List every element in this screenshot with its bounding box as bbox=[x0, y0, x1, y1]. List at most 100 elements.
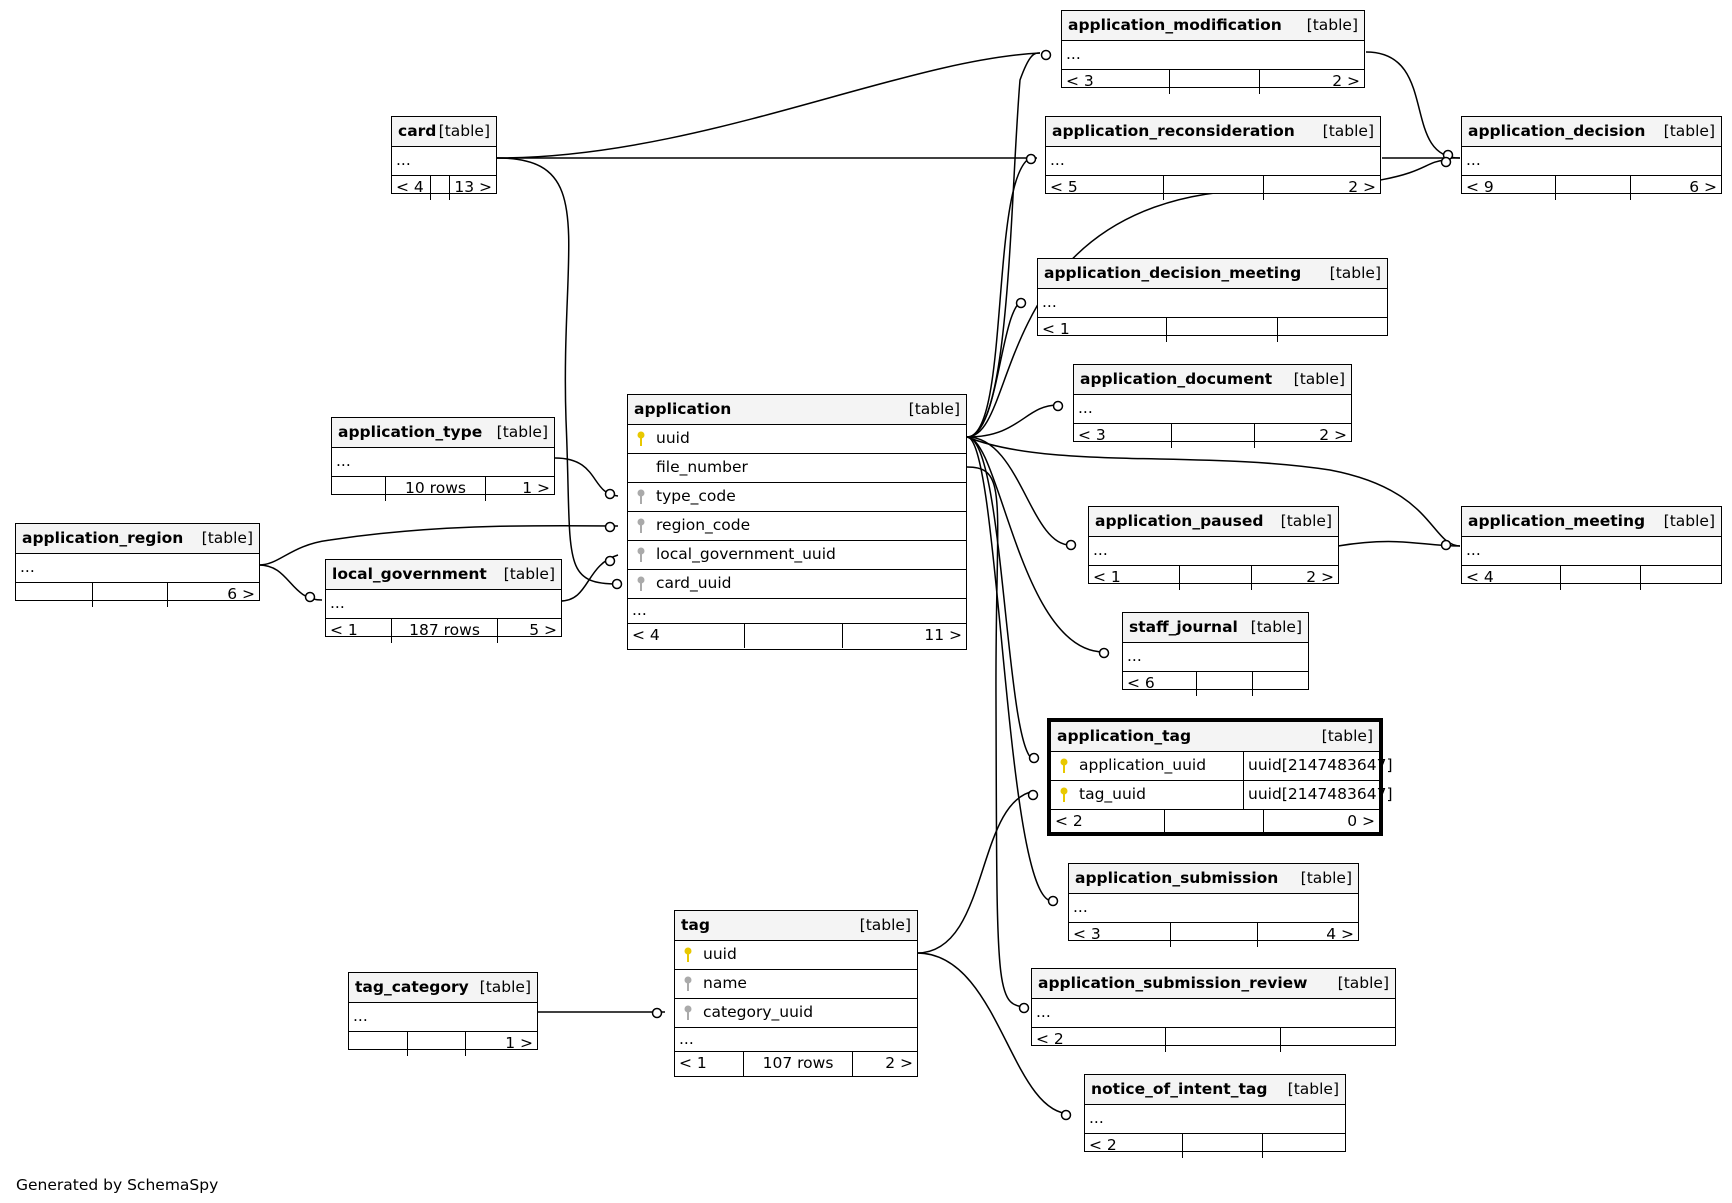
table-name: application_type bbox=[338, 422, 483, 441]
edge-tag-application_tag bbox=[916, 790, 1036, 954]
table-name: application_reconsideration bbox=[1052, 121, 1295, 140]
footer-rows bbox=[1197, 672, 1253, 696]
footer-children: 0 > bbox=[1347, 812, 1375, 831]
footer-parents: < 3 bbox=[1069, 923, 1171, 947]
column-ellipsis: ... bbox=[1078, 399, 1093, 418]
column-ellipsis: ... bbox=[396, 151, 411, 170]
column-ellipsis: ... bbox=[679, 1029, 694, 1048]
footer-rows: 107 rows bbox=[744, 1052, 853, 1076]
column-ellipsis: ... bbox=[1036, 1003, 1051, 1022]
column-type: uuid[2147483647] bbox=[1243, 752, 1393, 780]
table-name: application_document bbox=[1080, 369, 1273, 388]
edge-card-application_modification bbox=[496, 52, 1041, 159]
footer-rows bbox=[1166, 1028, 1281, 1052]
table-tag: [table] bbox=[859, 915, 911, 934]
table-name: local_government bbox=[332, 564, 487, 583]
table-tag: [table] bbox=[1322, 121, 1374, 140]
footer-rows bbox=[1556, 176, 1631, 200]
primary-key-icon bbox=[1059, 758, 1071, 774]
table-application_reconsideration[interactable]: application_reconsideration [table] ... <… bbox=[1045, 116, 1381, 200]
footer-rows bbox=[1172, 424, 1255, 448]
table-name: application_decision bbox=[1468, 121, 1646, 140]
footer-rows bbox=[431, 176, 450, 200]
table-tag: [table] bbox=[201, 528, 253, 547]
edge-file_number-application_submission_review bbox=[966, 466, 1030, 1008]
footer-rows: 187 rows bbox=[392, 619, 498, 643]
table-application[interactable]: application[table] uuid file_number type… bbox=[627, 394, 967, 650]
table-application_meeting[interactable]: application_meeting[table] ... < 4 bbox=[1461, 506, 1722, 590]
footer-rows bbox=[1561, 566, 1641, 590]
table-notice_of_intent_tag[interactable]: notice_of_intent_tag[table] ... < 2 bbox=[1084, 1074, 1346, 1158]
foreign-key-icon bbox=[636, 576, 648, 592]
footer-parents: < 5 bbox=[1046, 176, 1164, 200]
table-name: notice_of_intent_tag bbox=[1091, 1079, 1268, 1098]
table-application_submission_review[interactable]: application_submission_review[table] ...… bbox=[1031, 968, 1396, 1052]
column-local_government_uuid: local_government_uuid bbox=[656, 545, 836, 564]
column-ellipsis: ... bbox=[20, 558, 35, 577]
table-tag: [table] bbox=[496, 422, 548, 441]
footer-parents: < 2 bbox=[1032, 1028, 1166, 1052]
footer-rows bbox=[1165, 810, 1264, 834]
primary-key-icon bbox=[1059, 787, 1071, 803]
footer-parents: < 2 bbox=[1085, 1134, 1183, 1158]
footer-rows bbox=[1180, 566, 1252, 590]
column-ellipsis: ... bbox=[1050, 151, 1065, 170]
footer-children: 5 > bbox=[529, 621, 557, 640]
primary-key-icon bbox=[636, 431, 648, 447]
footer-parents bbox=[349, 1032, 408, 1056]
edge-application_modification-application_decision bbox=[1365, 51, 1461, 159]
table-tag: [table] bbox=[1321, 726, 1373, 745]
edge-card-application-card_uuid bbox=[496, 157, 619, 585]
footer-rows bbox=[1167, 318, 1278, 342]
table-name: application_decision_meeting bbox=[1044, 263, 1302, 282]
table-tag: [table] bbox=[1337, 973, 1389, 992]
footer-rows bbox=[408, 1032, 466, 1056]
table-tag[interactable]: tag[table] uuid name category_uuid ... <… bbox=[674, 910, 918, 1077]
edge-tag-notice_of_intent_tag bbox=[916, 952, 1072, 1115]
foreign-key-icon bbox=[683, 1005, 695, 1021]
column-type_code: type_code bbox=[656, 487, 736, 506]
footer-parents: < 6 bbox=[1123, 672, 1197, 696]
foreign-key-icon bbox=[636, 518, 648, 534]
footer-children bbox=[1263, 1134, 1345, 1158]
footer-rows bbox=[93, 583, 168, 607]
footer-children bbox=[1281, 1028, 1395, 1052]
footer-children: 11 > bbox=[924, 626, 962, 645]
footer-children bbox=[1253, 672, 1308, 696]
edge-application-application_decision_meeting bbox=[966, 299, 1026, 438]
column-ellipsis: ... bbox=[1073, 898, 1088, 917]
footer-rows bbox=[1164, 176, 1264, 200]
column-name: name bbox=[703, 974, 747, 993]
table-name: tag bbox=[681, 915, 710, 934]
table-application_region[interactable]: application_region[table] ... 6 > bbox=[15, 523, 260, 607]
column-ellipsis: ... bbox=[1466, 541, 1481, 560]
footer-rows bbox=[745, 624, 843, 648]
edge-application-application_decision bbox=[966, 159, 1446, 438]
footer-parents: < 4 bbox=[1462, 566, 1561, 590]
column-uuid: uuid bbox=[656, 429, 690, 448]
footer-parents bbox=[16, 583, 93, 607]
table-name: application_paused bbox=[1095, 511, 1264, 530]
column-application_uuid: application_uuid bbox=[1079, 756, 1207, 775]
column-ellipsis: ... bbox=[1089, 1109, 1104, 1128]
table-name: application_submission bbox=[1075, 868, 1279, 887]
edge-application-application_paused bbox=[966, 436, 1071, 546]
edge-application-application_document bbox=[966, 404, 1059, 438]
edge-application-application_modification bbox=[966, 52, 1041, 438]
edge-application-application_reconsideration bbox=[966, 157, 1031, 438]
footer-parents: < 1 bbox=[1038, 318, 1167, 342]
table-staff_journal[interactable]: staff_journal[table] ... < 6 bbox=[1122, 612, 1309, 696]
table-application_decision_meeting[interactable]: application_decision_meeting[table] ... … bbox=[1037, 258, 1388, 342]
column-card_uuid: card_uuid bbox=[656, 574, 732, 593]
table-tag: [table] bbox=[1293, 369, 1345, 388]
table-tag_category[interactable]: tag_category[table] ... 1 > bbox=[348, 972, 538, 1056]
